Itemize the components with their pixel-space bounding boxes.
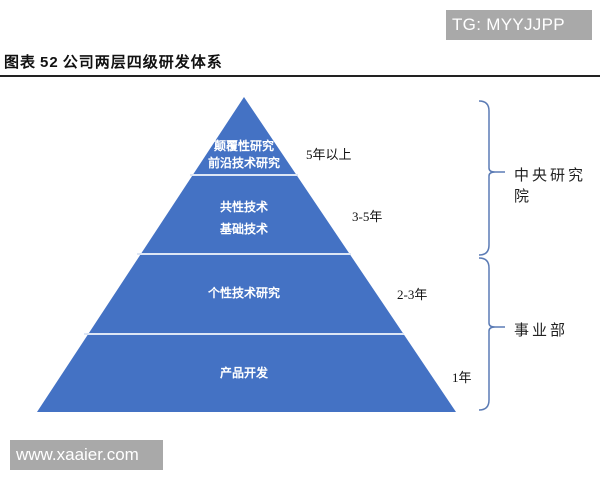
level-1-line1: 颠覆性研究 <box>213 139 274 153</box>
group-business-unit: 事业部 <box>514 321 569 339</box>
group-central-institute: 中央研究院 <box>514 166 587 205</box>
level-1-label: 颠覆性研究 前沿技术研究 <box>194 138 294 172</box>
level-3-label: 个性技术研究 <box>174 285 314 302</box>
duration-level-4: 1年 <box>452 370 472 385</box>
level-2-line1: 共性技术 <box>219 200 268 214</box>
figure-label: 图表 <box>4 53 37 71</box>
level-4-label: 产品开发 <box>194 365 294 382</box>
level-3-line1: 个性技术研究 <box>207 286 280 300</box>
duration-level-3: 2-3年 <box>397 287 428 302</box>
figure-title-text: 公司两层四级研发体系 <box>62 53 223 71</box>
duration-level-2: 3-5年 <box>352 209 383 224</box>
watermark-bottom: www.xaaier.com <box>10 440 163 470</box>
figure-number: 52 <box>40 54 59 71</box>
level-2-label: 共性技术 基础技术 <box>194 196 294 240</box>
watermark-top: TG: MYYJJPP <box>446 10 592 40</box>
level-4-line1: 产品开发 <box>219 366 268 380</box>
title-rule <box>0 75 600 77</box>
level-2-line2: 基础技术 <box>219 222 268 236</box>
bracket-central-institute <box>478 100 505 256</box>
level-1-line2: 前沿技术研究 <box>207 156 280 170</box>
duration-level-1: 5年以上 <box>306 147 352 162</box>
bracket-business-unit <box>478 257 505 411</box>
